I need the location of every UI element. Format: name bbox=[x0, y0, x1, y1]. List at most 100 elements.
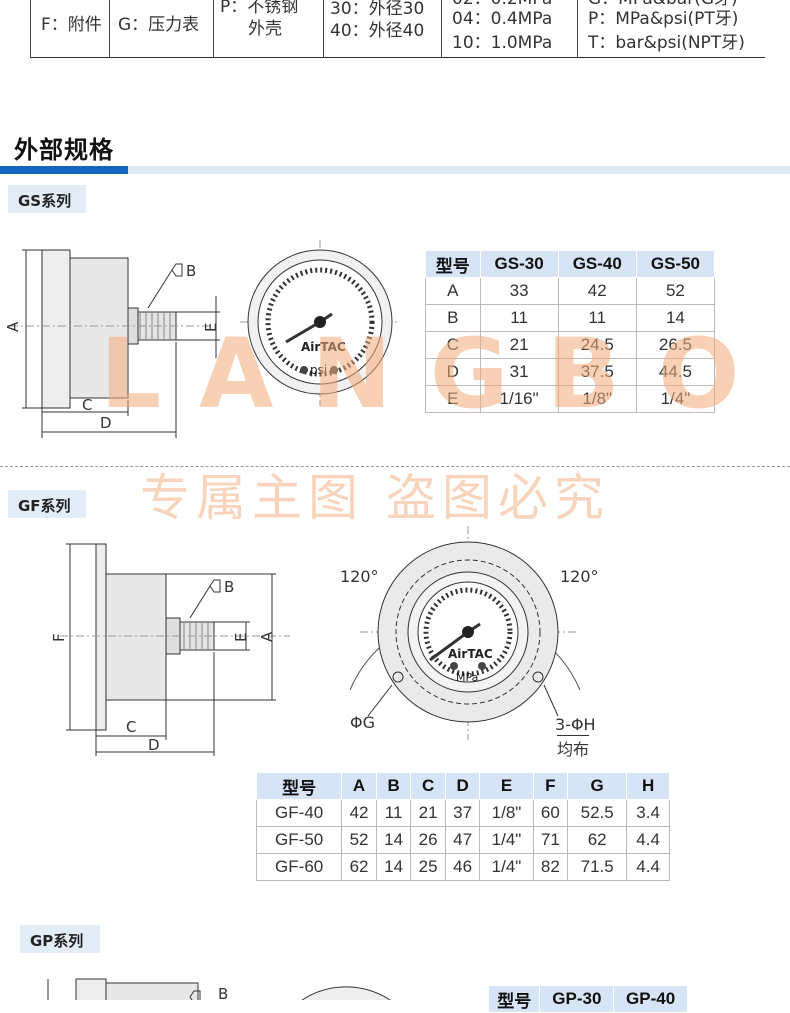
gf-spec-cell: 1/4" bbox=[479, 826, 534, 854]
gf-gauge-face: AirTAC MPa 120° 120° ΦG bbox=[340, 526, 599, 740]
gf-spec-cell: 71.5 bbox=[567, 853, 628, 881]
gf-spec-cell: 62 bbox=[567, 826, 628, 854]
order-code-text: 04：0.4MPa bbox=[452, 9, 553, 29]
gs-spec-cell: E bbox=[425, 385, 481, 413]
gf-spec-cell: GF-40 bbox=[255, 799, 343, 827]
gs-spec-header-cell: GS-50 bbox=[635, 250, 716, 278]
watermark-notice: 专属主图 盗图必究 bbox=[140, 469, 610, 527]
gf-spec-cell: 71 bbox=[532, 826, 569, 854]
gf-spec-header-cell: B bbox=[375, 772, 412, 800]
gs-spec-cell: 42 bbox=[557, 277, 637, 305]
gf-spec-cell: 21 bbox=[410, 799, 446, 827]
gf-spec-header-cell: F bbox=[532, 772, 569, 800]
order-code-cell: G：压力表 bbox=[110, 0, 214, 58]
gf-spec-header-cell: E bbox=[479, 772, 534, 800]
gf-spec-cell: GF-60 bbox=[255, 853, 343, 881]
gf-spec-cell: 26 bbox=[410, 826, 446, 854]
gf-gauge-brand: AirTAC bbox=[448, 647, 493, 661]
gs-spec-cell: B bbox=[425, 304, 481, 332]
gs-spec-cell: 11 bbox=[557, 304, 637, 332]
gp-spec-header-cell: 型号 bbox=[487, 985, 541, 1013]
gs-dim-a-label: A bbox=[4, 321, 22, 332]
gf-spec-cell: 47 bbox=[444, 826, 481, 854]
gf-spec-cell: 3.4 bbox=[626, 799, 670, 827]
gs-dim-d-label: D bbox=[100, 414, 112, 432]
gp-spec-header-cell: GP-40 bbox=[613, 985, 688, 1013]
gf-spec-cell: 37 bbox=[444, 799, 481, 827]
order-code-text: G：MPa&bar(G牙) bbox=[588, 0, 738, 10]
order-code-text: P：不锈钢 bbox=[220, 0, 299, 17]
gf-angle-right: 120° bbox=[560, 567, 599, 586]
gf-spec-cell: 42 bbox=[341, 799, 377, 827]
gf-spec-cell: 25 bbox=[410, 853, 446, 881]
gs-gauge-brand: AirTAC bbox=[301, 340, 346, 354]
gs-spec-header-cell: GS-30 bbox=[479, 250, 559, 278]
gf-spec-header-cell: C bbox=[410, 772, 446, 800]
gf-dim-d-label: D bbox=[148, 736, 160, 754]
gs-spec-cell: 1/8" bbox=[557, 385, 637, 413]
gf-dim-b-label: B bbox=[224, 578, 234, 596]
gf-spec-cell: 82 bbox=[532, 853, 569, 881]
gs-spec-cell: 37.5 bbox=[557, 358, 637, 386]
gf-side-drawing: F B E A C D bbox=[50, 543, 290, 756]
order-code-cell: 30：外径30 40：外径40 bbox=[324, 0, 442, 58]
gf-spec-cell: 52.5 bbox=[567, 799, 628, 827]
gp-series-label: GP系列 bbox=[20, 925, 100, 953]
gf-spec-header-cell: 型号 bbox=[255, 772, 343, 800]
gs-spec-cell: 14 bbox=[635, 304, 716, 332]
gf-spec-cell: 46 bbox=[444, 853, 481, 881]
gs-spec-cell: 52 bbox=[635, 277, 716, 305]
gf-spec-cell: 14 bbox=[375, 853, 412, 881]
gf-holes-note: 均布 bbox=[557, 735, 590, 760]
order-code-cell: F：附件 bbox=[30, 0, 110, 58]
order-code-text: G：压力表 bbox=[118, 15, 200, 35]
gp-dim-b-label: B bbox=[218, 985, 228, 1000]
gs-body-front bbox=[41, 249, 71, 409]
gf-dim-f-label: F bbox=[50, 633, 68, 642]
gf-spec-cell: GF-50 bbox=[255, 826, 343, 854]
order-code-text: 10：1.0MPa bbox=[452, 33, 553, 53]
gs-spec-cell: 26.5 bbox=[635, 331, 716, 359]
gs-spec-cell: A bbox=[425, 277, 481, 305]
gf-spec-cell: 52 bbox=[341, 826, 377, 854]
section-title: 外部规格 bbox=[14, 136, 114, 164]
gs-body-case bbox=[69, 257, 129, 399]
gs-gauge-unit: psi bbox=[310, 363, 327, 377]
gs-series-label: GS系列 bbox=[8, 185, 86, 213]
order-code-text: 02：0.2MPa bbox=[452, 0, 552, 10]
gs-spec-cell: 33 bbox=[479, 277, 559, 305]
gf-phi-g-label: ΦG bbox=[350, 713, 375, 732]
gf-gauge-unit: MPa bbox=[456, 671, 478, 684]
gp-drawing: B bbox=[47, 978, 391, 1000]
watermark-brand: LANGBO bbox=[100, 318, 778, 430]
gf-spec-cell: 14 bbox=[375, 826, 412, 854]
divider bbox=[0, 466, 790, 467]
gf-dim-c-label: C bbox=[126, 718, 136, 736]
gf-spec-header-cell: G bbox=[567, 772, 628, 800]
order-code-cell: G：MPa&bar(G牙) P：MPa&psi(PT牙) T：bar&psi(N… bbox=[578, 0, 765, 58]
order-code-table: F：附件 G：压力表 P：不锈钢 外壳 30：外径30 40：外径40 02：0… bbox=[30, 0, 765, 58]
order-code-text: 40：外径40 bbox=[330, 21, 425, 41]
gf-spec-cell: 11 bbox=[375, 799, 412, 827]
gf-series-label: GF系列 bbox=[8, 490, 86, 518]
gs-spec-header-cell: 型号 bbox=[425, 250, 481, 278]
gf-spec-cell: 4.4 bbox=[626, 853, 670, 881]
gf-spec-cell: 62 bbox=[341, 853, 377, 881]
section-divider bbox=[0, 166, 790, 174]
gs-dim-b-label: B bbox=[186, 262, 196, 280]
gf-dim-a-label: A bbox=[258, 631, 276, 642]
gf-angle-left: 120° bbox=[340, 567, 379, 586]
order-code-text: P：MPa&psi(PT牙) bbox=[588, 9, 739, 29]
gp-spec-header-cell: GP-30 bbox=[539, 985, 615, 1013]
gf-spec-cell: 60 bbox=[532, 799, 569, 827]
gf-dim-e-label: E bbox=[232, 633, 250, 642]
order-code-cell: P：不锈钢 外壳 bbox=[214, 0, 324, 58]
